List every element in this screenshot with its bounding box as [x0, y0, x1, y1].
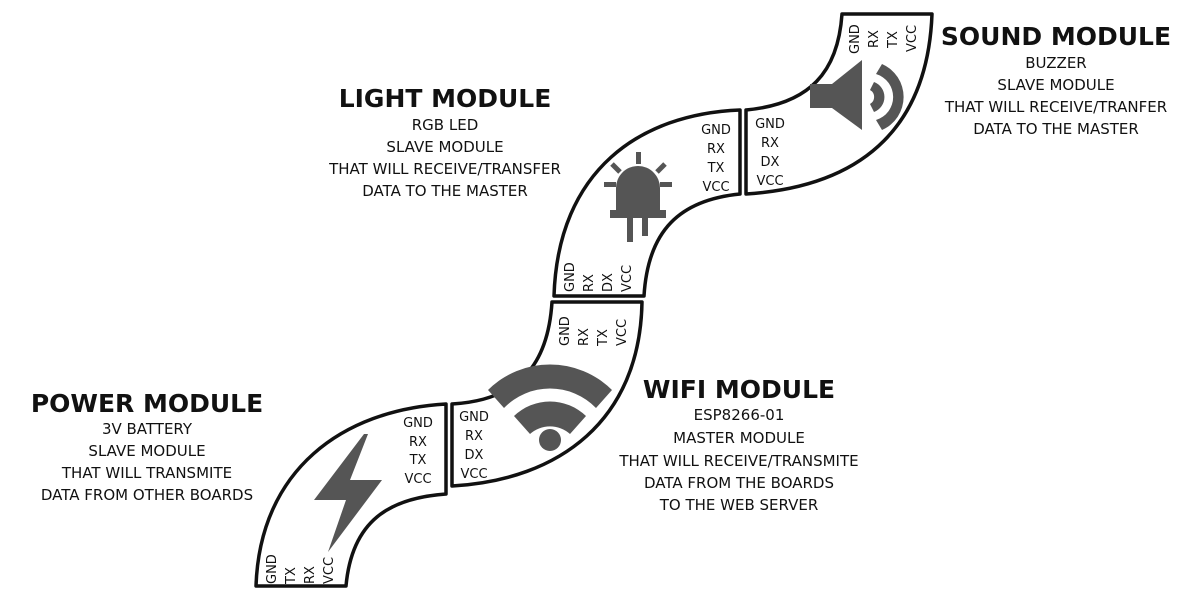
pin-label: RX [582, 274, 597, 292]
pin-label: GND [403, 416, 433, 431]
wifi-module-title: WIFI MODULE [643, 375, 835, 404]
sound-pins-top: GND RX TX VCC [848, 24, 920, 54]
pin-label: VCC [905, 25, 920, 52]
power-module-line: DATA FROM OTHER BOARDS [41, 486, 253, 504]
wifi-module-line: DATA FROM THE BOARDS [644, 474, 834, 492]
pin-label: TX [409, 453, 427, 468]
light-pins-right: GND RX TX VCC [701, 123, 731, 195]
pin-label: VCC [615, 319, 630, 346]
pin-label: RX [409, 435, 427, 450]
light-module-caption: LIGHT MODULE RGB LED SLAVE MODULE THAT W… [328, 84, 561, 200]
pin-label: GND [848, 24, 863, 54]
power-pins-bottom: GND TX RX VCC [265, 554, 337, 585]
pin-label: GND [701, 123, 731, 138]
led-icon [604, 152, 672, 242]
pin-label: RX [707, 142, 725, 157]
pin-label: VCC [404, 472, 431, 487]
pin-label: TX [284, 567, 299, 585]
wifi-pins-top: GND RX TX VCC [558, 316, 630, 347]
power-pins-right: GND RX TX VCC [403, 416, 433, 487]
sound-module-caption: SOUND MODULE BUZZER SLAVE MODULE THAT WI… [941, 22, 1171, 138]
pin-label: VCC [322, 557, 337, 584]
pin-label: VCC [620, 265, 635, 292]
pin-label: RX [867, 30, 882, 48]
power-module-caption: POWER MODULE 3V BATTERY SLAVE MODULE THA… [31, 389, 263, 504]
pin-label: VCC [460, 467, 487, 482]
sound-module-line: DATA TO THE MASTER [973, 120, 1139, 138]
pin-label: DX [761, 155, 780, 170]
pin-label: GND [755, 117, 785, 132]
speaker-icon [810, 60, 904, 130]
pin-label: RX [303, 566, 318, 584]
light-module-line: DATA TO THE MASTER [362, 182, 528, 200]
pin-label: RX [577, 328, 592, 346]
wifi-icon [488, 364, 612, 451]
light-pins-bottom: GND RX DX VCC [563, 262, 635, 292]
pin-label: GND [459, 410, 489, 425]
pin-label: TX [596, 329, 611, 347]
pin-label: TX [707, 161, 725, 176]
pin-label: VCC [702, 180, 729, 195]
wifi-module-caption: WIFI MODULE ESP8266-01 MASTER MODULE THA… [618, 375, 858, 514]
wifi-module-line: ESP8266-01 [694, 406, 785, 424]
light-module-line: THAT WILL RECEIVE/TRANSFER [328, 160, 561, 178]
power-module-line: 3V BATTERY [102, 420, 193, 438]
pin-label: GND [265, 554, 280, 584]
lightning-icon [314, 434, 382, 552]
pin-label: DX [465, 448, 484, 463]
pin-label: VCC [756, 174, 783, 189]
pin-label: RX [465, 429, 483, 444]
sound-module-line: SLAVE MODULE [997, 76, 1114, 94]
wifi-pins-left: GND RX DX VCC [459, 410, 489, 482]
light-module-title: LIGHT MODULE [339, 84, 552, 113]
light-module-line: RGB LED [412, 116, 479, 134]
pin-label: TX [886, 31, 901, 49]
power-module-title: POWER MODULE [31, 389, 263, 418]
power-module-line: THAT WILL TRANSMITE [61, 464, 232, 482]
pin-label: RX [761, 136, 779, 151]
pin-label: GND [558, 316, 573, 346]
wifi-module-line: TO THE WEB SERVER [659, 496, 819, 514]
wifi-module-line: THAT WILL RECEIVE/TRANSMITE [618, 452, 858, 470]
pin-label: GND [563, 262, 578, 292]
power-module-line: SLAVE MODULE [88, 442, 205, 460]
sound-module-title: SOUND MODULE [941, 22, 1171, 51]
light-module-line: SLAVE MODULE [386, 138, 503, 156]
sound-module-line: BUZZER [1025, 54, 1086, 72]
wifi-module-line: MASTER MODULE [673, 429, 805, 447]
pin-label: DX [601, 273, 616, 292]
sound-module-line: THAT WILL RECEIVE/TRANFER [944, 98, 1167, 116]
sound-pins-left: GND RX DX VCC [755, 117, 785, 189]
